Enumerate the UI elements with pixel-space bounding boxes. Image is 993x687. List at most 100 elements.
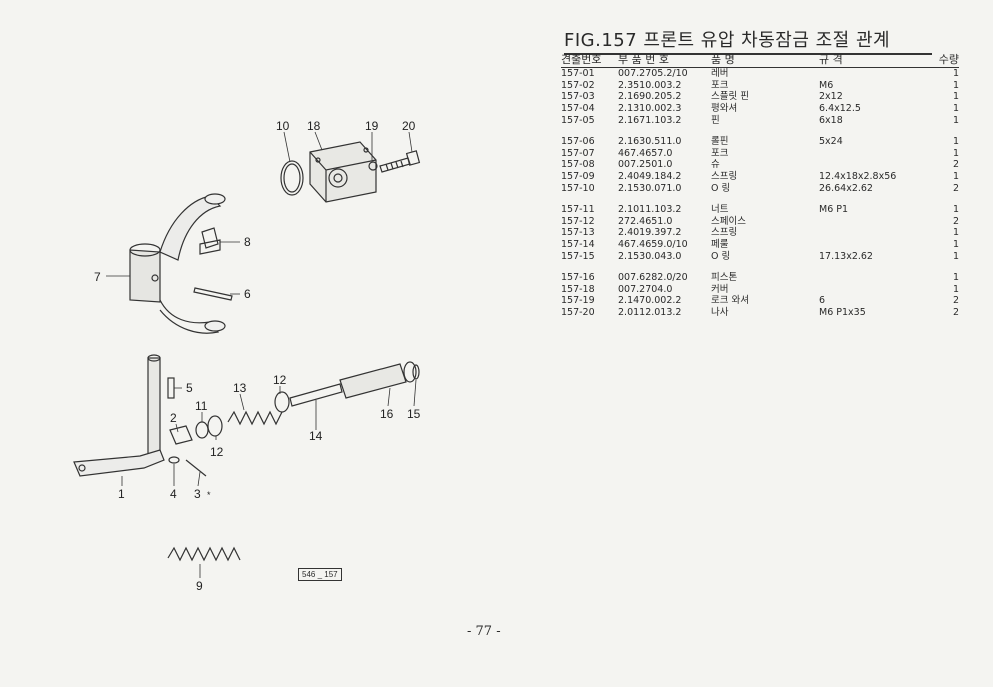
callout-5: 5 (186, 381, 193, 395)
cell-qty: 1 (952, 67, 959, 79)
cell-spec (819, 148, 929, 160)
cell-spec: 2x12 (819, 91, 843, 103)
cell-qty: 1 (952, 203, 959, 215)
callout-8: 8 (244, 235, 251, 249)
callout-star: * (207, 490, 211, 500)
group-spacer (561, 127, 959, 136)
cell-no: 157-02 (561, 79, 595, 91)
cell-qty: 1 (952, 227, 959, 239)
cell-name: 나사 (711, 307, 729, 319)
header-part-no: 부 품 번 호 (618, 52, 711, 68)
cell-no: 157-14 (561, 239, 595, 251)
cell-qty: 1 (952, 239, 959, 251)
callout-12-bottom: 12 (210, 445, 224, 459)
cell-qty: 1 (952, 250, 959, 262)
cell-no: 157-20 (561, 307, 595, 319)
cover-block (309, 141, 377, 203)
cell-name: 스프링 (711, 171, 738, 183)
cell-name: 평와셔 (711, 103, 738, 115)
cell-part-no: 272.4651.0 (618, 215, 673, 227)
cell-part-no: 007.2501.0 (618, 159, 673, 171)
cell-name: 피스톤 (711, 271, 738, 283)
clevis-2 (169, 425, 193, 445)
cell-qty: 1 (952, 171, 959, 183)
cell-part-no: 2.1630.511.0 (618, 135, 682, 147)
cell-name: 롤핀 (711, 135, 729, 147)
cell-spec: M6 P1 (819, 203, 849, 215)
washer-4 (168, 456, 180, 464)
callout-13: 13 (233, 381, 247, 395)
cell-name: 스플릿 핀 (711, 91, 749, 103)
cell-spec (819, 159, 929, 171)
cell-name: 포크 (711, 147, 729, 159)
table-row: 157-02 2.3510.003.2 포크 M6 1 (561, 80, 959, 92)
cell-name: 로크 와셔 (711, 295, 749, 307)
callout-15: 15 (407, 407, 421, 421)
cell-spec: M6 (819, 79, 834, 91)
cell-spec (819, 272, 929, 284)
callout-18: 18 (307, 119, 321, 133)
cell-no: 157-09 (561, 171, 595, 183)
figure-title: FIG.157 프론트 유압 차동잠금 조절 관계 (564, 26, 932, 55)
cell-part-no: 467.4657.0 (618, 147, 673, 159)
cell-name: 스프링 (711, 227, 738, 239)
cell-part-no: 2.4049.184.2 (618, 171, 682, 183)
cell-spec: 6 (819, 295, 826, 307)
cell-part-no: 467.4659.0/10 (618, 239, 688, 251)
cell-name: 레버 (711, 67, 729, 79)
spring-13 (227, 410, 283, 426)
cell-no: 157-04 (561, 103, 595, 115)
nut-11 (195, 421, 209, 439)
cell-name: 너트 (711, 203, 729, 215)
cell-qty: 1 (952, 79, 959, 91)
callout-4: 4 (170, 487, 177, 501)
cell-qty: 1 (952, 91, 959, 103)
cell-name: 핀 (711, 114, 720, 126)
callout-10: 10 (276, 119, 290, 133)
header-no: 견출번호 (561, 52, 618, 68)
cell-no: 157-13 (561, 227, 595, 239)
cell-qty: 1 (952, 114, 959, 126)
cell-part-no: 2.1530.071.0 (618, 182, 682, 194)
cell-qty: 2 (952, 295, 959, 307)
cell-spec: 26.64x2.62 (819, 182, 873, 194)
cell-spec (819, 239, 929, 251)
cell-qty: 1 (952, 147, 959, 159)
cell-spec: 6.4x12.5 (819, 103, 861, 115)
cell-no: 157-19 (561, 295, 595, 307)
cell-spec: 5x24 (819, 135, 843, 147)
spring-9 (167, 546, 241, 562)
cell-spec (819, 216, 929, 228)
group-spacer (561, 195, 959, 204)
cell-name: 포크 (711, 79, 729, 91)
cell-part-no: 007.2705.2/10 (618, 67, 688, 79)
cell-part-no: 2.3510.003.2 (618, 79, 682, 91)
cell-part-no: 2.1011.103.2 (618, 203, 682, 215)
callout-20: 20 (402, 119, 416, 133)
header-spec: 규 격 (819, 52, 929, 68)
cell-spec: M6 P1x35 (819, 307, 866, 319)
cell-part-no: 007.2704.0 (618, 283, 673, 295)
callout-19: 19 (365, 119, 379, 133)
cell-qty: 2 (952, 182, 959, 194)
cell-no: 157-15 (561, 250, 595, 262)
callout-12-top: 12 (273, 373, 287, 387)
cell-no: 157-07 (561, 147, 595, 159)
cell-part-no: 2.1530.043.0 (618, 250, 682, 262)
cell-no: 157-08 (561, 159, 595, 171)
header-name: 품 명 (711, 52, 819, 68)
